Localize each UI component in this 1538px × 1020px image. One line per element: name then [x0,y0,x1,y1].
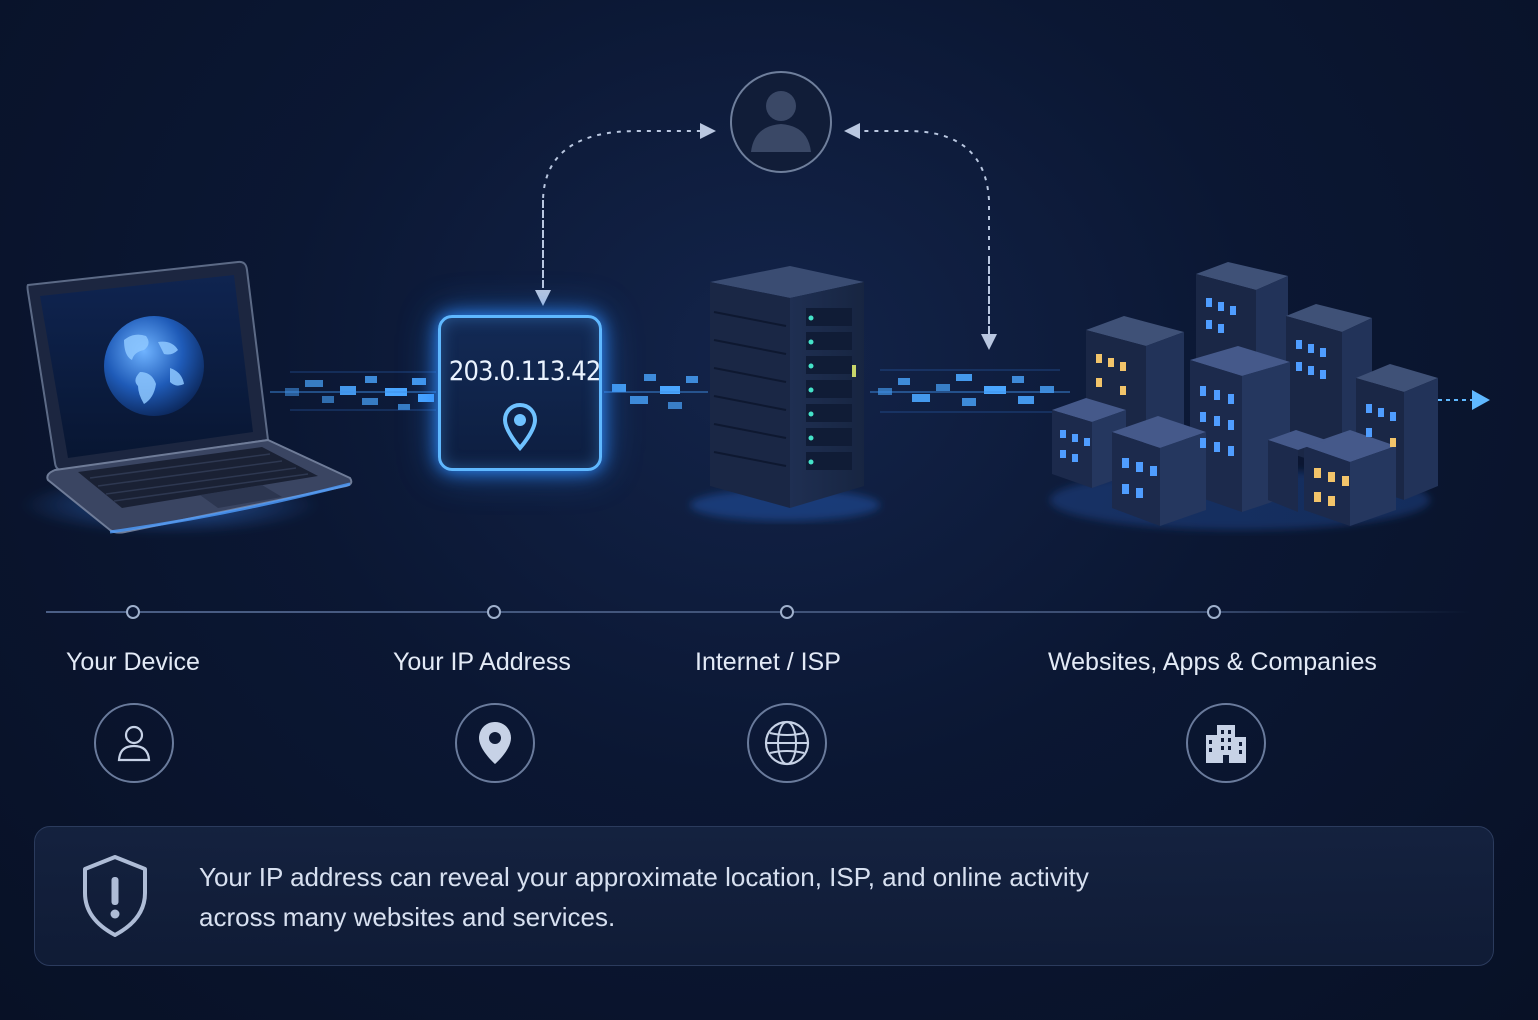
stage-label-device: Your Device [66,648,200,676]
user-icon [117,725,151,762]
location-pin-icon [479,722,511,764]
stage-icon-ip [455,703,535,783]
timeline-node-ip [487,605,501,619]
outbound-arrow-icon [1438,390,1490,410]
tracking-arrow-left [542,123,716,298]
privacy-notice-line-2: across many websites and services. [199,902,616,932]
shield-alert-icon [83,855,147,937]
data-stream-middle [604,374,708,409]
stage-label-websites: Websites, Apps & Companies [1048,648,1377,676]
privacy-notice-text: Your IP address can reveal your approxim… [199,857,1199,937]
laptop-icon [26,260,353,534]
stage-icon-device [94,703,174,783]
stage-icon-websites [1186,703,1266,783]
tracking-arrow-right [844,123,990,340]
timeline-node-isp [780,605,794,619]
data-stream-left [270,371,436,411]
network-illustration: 203.0.113.42 [20,71,1490,535]
data-stream-right [870,369,1070,413]
server-rack-icon [690,266,880,521]
city-buildings-icon [1050,262,1438,530]
ip-address-value: 203.0.113.42 [448,356,601,387]
ip-address-card: 203.0.113.42 [438,315,602,471]
globe-icon [764,720,810,766]
timeline-node-device [126,605,140,619]
privacy-notice-line-1: Your IP address can reveal your approxim… [199,862,1089,892]
stage-label-ip: Your IP Address [393,648,571,676]
timeline [46,611,1470,613]
location-pin-icon [503,403,537,451]
buildings-icon [1206,725,1246,763]
stage-label-isp: Internet / ISP [695,648,841,676]
timeline-node-websites [1207,605,1221,619]
privacy-notice: Your IP address can reveal your approxim… [34,826,1494,966]
observer-person-icon [730,71,832,173]
stage-icon-isp [747,703,827,783]
